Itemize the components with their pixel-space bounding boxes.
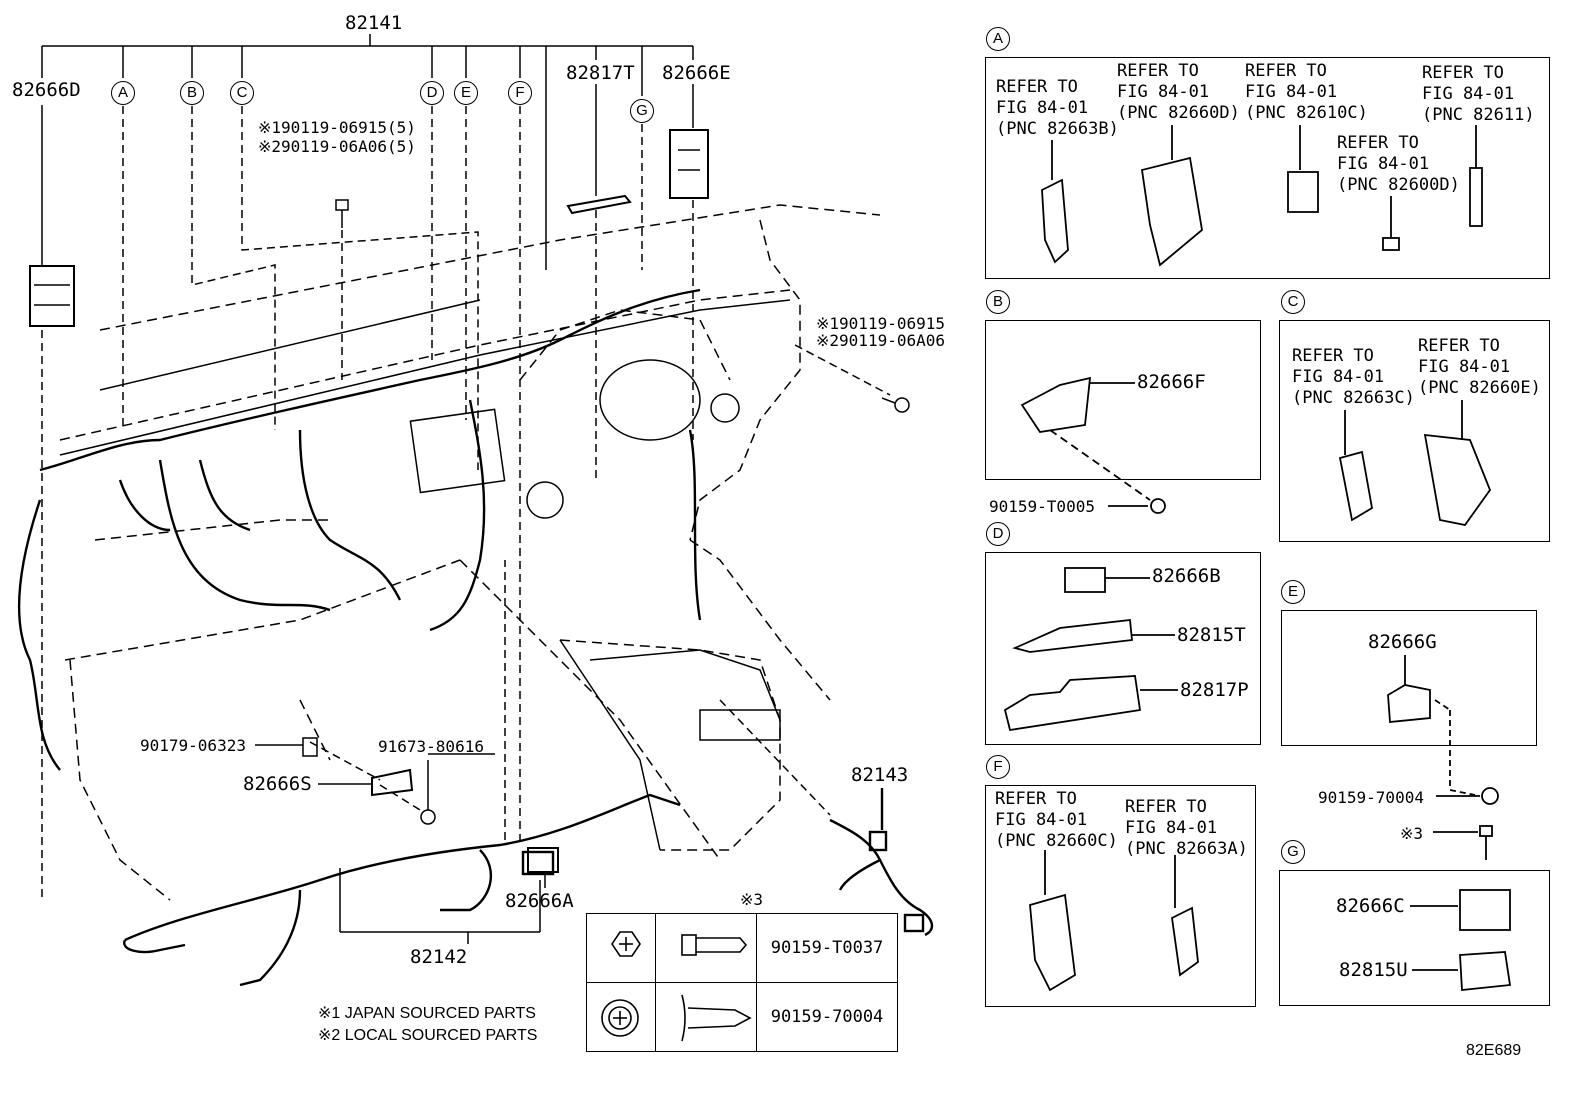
panel-D-part-1: 82666B <box>1152 565 1221 587</box>
panel-F-ref-1: REFER TO FIG 84-01 (PNC 82660C) <box>995 789 1118 851</box>
panel-E-letter: E <box>1281 580 1305 604</box>
panel-A <box>985 57 1550 279</box>
relay-82666E <box>669 129 709 199</box>
panel-D-parts <box>1003 567 1178 732</box>
bracket-82666S <box>255 737 495 825</box>
panel-B-part: 82666F <box>1137 371 1206 393</box>
table-row: 90159-T0037 <box>586 913 898 983</box>
relay-82666A <box>527 847 559 873</box>
panel-E-part: 82666G <box>1368 631 1437 653</box>
callout-A: A <box>111 81 135 105</box>
harness-82141 <box>17 288 702 771</box>
panel-A-letter: A <box>986 27 1010 51</box>
panel-B <box>985 320 1261 480</box>
screw-profile-cell <box>655 913 757 983</box>
footnote-2: ※2 LOCAL SOURCED PARTS <box>318 1027 538 1044</box>
panel-F-letter: F <box>986 755 1010 779</box>
panel-A-ref-4: REFER TO FIG 84-01 (PNC 82600D) <box>1337 133 1460 195</box>
leader-82141 <box>41 34 693 270</box>
harness-82142-label: 82142 <box>410 946 468 968</box>
screw-icon-cell <box>586 913 656 983</box>
harness-82142 <box>123 793 681 987</box>
panel-F-ref-2: REFER TO FIG 84-01 (PNC 82663A) <box>1125 797 1248 859</box>
screw-part-cell: 90159-70004 <box>756 982 898 1052</box>
panel-G-part-2: 82815U <box>1339 959 1408 981</box>
panel-B-screw: 90159-T0005 <box>989 497 1095 516</box>
panel-G-parts <box>1410 889 1512 991</box>
screw-table-header: ※3 <box>740 890 764 909</box>
screw-table: 90159-T0037 90159-70004 <box>586 913 898 1052</box>
bolt-note-top-1: ※190119-06915(5) <box>258 118 416 137</box>
callout-B: B <box>180 81 204 105</box>
bolt-right <box>881 397 910 413</box>
panel-D-part-3: 82817P <box>1180 679 1249 701</box>
callout-leaders <box>122 106 891 840</box>
panel-D-letter: D <box>986 522 1010 546</box>
panel-A-parts <box>1041 125 1483 267</box>
harness-82141-label: 82141 <box>345 12 403 34</box>
bolt-note-right-1: ※190119-06915 <box>816 314 945 333</box>
figure-code: 82E689 <box>1466 1042 1522 1059</box>
table-row: 90159-70004 <box>586 982 898 1052</box>
part-82666A-label: 82666A <box>505 890 574 912</box>
panel-F <box>985 785 1256 1007</box>
panel-C-ref-1: REFER TO FIG 84-01 (PNC 82663C) <box>1292 346 1415 408</box>
screw-part-cell: 90159-T0037 <box>756 913 898 983</box>
panel-C-parts <box>1338 400 1492 526</box>
panel-C-letter: C <box>1281 290 1305 314</box>
panel-E-parts <box>1387 655 1499 860</box>
panel-G <box>1279 870 1550 1006</box>
callout-G: G <box>630 99 654 123</box>
dashboard-solid <box>59 299 791 851</box>
callout-E: E <box>454 81 478 105</box>
dashboard-outline <box>59 204 881 901</box>
connector-82666D <box>29 105 75 900</box>
panel-F-parts <box>1029 850 1199 992</box>
panel-G-part-1: 82666C <box>1336 895 1405 917</box>
panel-B-parts <box>1020 376 1166 514</box>
panel-C-ref-2: REFER TO FIG 84-01 (PNC 82660E) <box>1418 336 1541 398</box>
panel-E <box>1281 610 1537 746</box>
panel-A-ref-1: REFER TO FIG 84-01 (PNC 82663B) <box>996 77 1119 139</box>
bolt-top <box>335 199 349 228</box>
panel-A-ref-5: REFER TO FIG 84-01 (PNC 82611) <box>1422 63 1535 125</box>
part-91673-label: 91673-80616 <box>378 737 484 756</box>
bolt-note-top-2: ※290119-06A06(5) <box>258 137 416 156</box>
screw-profile-cell <box>655 982 757 1052</box>
panel-G-letter: G <box>1281 840 1305 864</box>
callout-F: F <box>508 81 532 105</box>
panel-G-note: ※3 <box>1400 824 1424 843</box>
panel-E-screw: 90159-70004 <box>1318 788 1424 807</box>
panel-C <box>1279 320 1550 542</box>
screw-icon-cell <box>586 982 656 1052</box>
harness-82143-label: 82143 <box>851 764 909 786</box>
callout-D: D <box>420 81 444 105</box>
panel-B-letter: B <box>986 290 1010 314</box>
bracket-82817T <box>566 194 632 215</box>
panel-D <box>985 552 1261 745</box>
harness-82143 <box>829 788 934 937</box>
footnote-1: ※1 JAPAN SOURCED PARTS <box>318 1005 536 1022</box>
panel-A-ref-3: REFER TO FIG 84-01 (PNC 82610C) <box>1245 61 1368 123</box>
panel-A-ref-2: REFER TO FIG 84-01 (PNC 82660D) <box>1117 61 1240 123</box>
panel-D-part-2: 82815T <box>1177 624 1246 646</box>
callout-C: C <box>230 81 254 105</box>
part-82666D-label: 82666D <box>12 79 81 101</box>
part-82666S-label: 82666S <box>243 773 312 795</box>
part-82666E-label: 82666E <box>662 62 731 84</box>
part-90179-label: 90179-06323 <box>140 736 246 755</box>
bolt-note-right-2: ※290119-06A06 <box>816 331 945 350</box>
part-82817T-label: 82817T <box>566 62 635 84</box>
